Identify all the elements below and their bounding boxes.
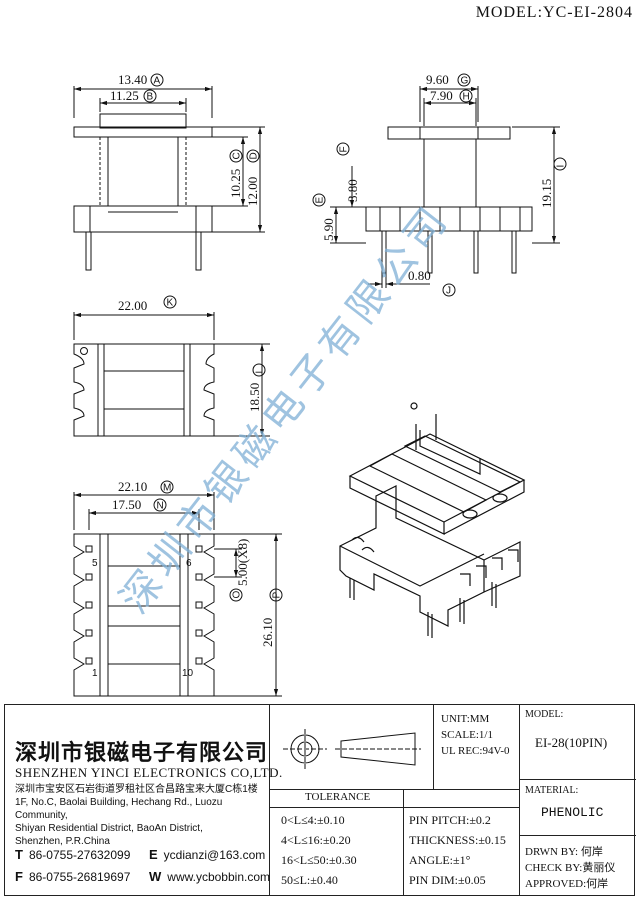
pin-10-label: 10 [182, 668, 194, 679]
tolerance-row: 16<L≤50:±0.30 [281, 853, 357, 867]
checked-by: CHECK BY:黄丽仪 [525, 862, 616, 874]
address-line: Shenzhen, P.R.China [15, 836, 110, 847]
top-view [73, 312, 270, 437]
fax-label: F [15, 869, 23, 884]
dim-l-tag: L [255, 368, 266, 374]
address-line: 深圳市宝安区石岩街道罗租社区合昌路宝来大厦C栋1楼 [15, 784, 258, 795]
pin-1-label: 1 [92, 668, 98, 679]
dim-l-value: 18.50 [247, 383, 262, 412]
tolerance-row: 0<L≤4:±0.10 [281, 813, 345, 827]
tolerance-row: THICKNESS:±0.15 [409, 833, 506, 847]
company-address: 深圳市宝安区石岩街道罗租社区合昌路宝来大厦C栋1楼 1F, No.C, Baol… [15, 783, 265, 848]
title-block: 深圳市银磁电子有限公司 SHENZHEN YINCI ELECTRONICS C… [4, 704, 636, 896]
dim-e-tag: E [315, 197, 326, 204]
unit: UNIT:MM [441, 713, 490, 725]
tolerance-title: TOLERANCE [305, 791, 371, 803]
model-value: EI-28(10PIN) [535, 735, 608, 750]
approved-by: APPROVED:何岸 [525, 878, 609, 890]
dim-d-value: 12.00 [245, 177, 260, 206]
dim-j-tag: J [446, 286, 451, 297]
dim-g-tag: G [461, 76, 469, 87]
front-view [73, 86, 265, 271]
isometric-view [339, 402, 526, 638]
dim-b-value: 11.25 [110, 88, 139, 103]
email-value: ycdianzi@163.com [163, 848, 266, 862]
dim-f-value: 3.80 [345, 179, 360, 202]
website-value: www.ycbobbin.com [167, 870, 270, 884]
side-view [330, 86, 560, 288]
tolerance-row: 50≤L:±0.40 [281, 873, 338, 887]
ul-rec: UL REC:94V-0 [441, 745, 510, 757]
dim-c-tag: C [232, 152, 243, 159]
dim-h-tag: H [463, 92, 470, 103]
fax-value: 86-0755-26819697 [28, 870, 131, 884]
dim-p-value: 26.10 [260, 618, 275, 647]
pin-5-label: 5 [92, 558, 98, 569]
dim-g-value: 9.60 [426, 72, 449, 87]
dim-a-tag: A [154, 76, 161, 87]
dim-n-value: 17.50 [112, 497, 141, 512]
model-label: MODEL: [525, 709, 564, 720]
dim-h-value: 7.90 [430, 88, 453, 103]
dim-m-value: 22.10 [118, 479, 147, 494]
dim-p-tag: P [272, 592, 283, 599]
dim-f-tag: F [339, 146, 350, 152]
dim-k-tag: K [167, 298, 174, 309]
pin-6-label: 6 [186, 558, 192, 569]
email-label: E [149, 847, 158, 862]
dim-a-value: 13.40 [118, 72, 147, 87]
drawn-by: DRWN BY: 何岸 [525, 846, 603, 858]
fax: F 86-0755-26819697 [15, 869, 130, 884]
address-line: 1F, No.C, Baolai Building, Hechang Rd., … [15, 797, 223, 821]
dim-c-value: 10.25 [228, 169, 243, 198]
dim-o-value: 5.00(X8) [235, 539, 250, 586]
dim-d-tag: D [249, 152, 260, 159]
tolerance-row: PIN DIM:±0.05 [409, 873, 486, 887]
bottom-view [73, 492, 282, 697]
material-label: MATERIAL: [525, 785, 579, 796]
phone: T 86-0755-27632099 [15, 847, 130, 862]
tolerance-row: 4<L≤16:±0.20 [281, 833, 351, 847]
phone-label: T [15, 847, 23, 862]
dim-e-value: 5.90 [321, 218, 336, 241]
material-value: PHENOLIC [541, 805, 604, 820]
technical-drawing: 13.40 A 11.25 B 10.25 C 12.00 D 9.60 G 7… [73, 72, 567, 697]
dim-j-value: 0.80 [408, 268, 431, 283]
dim-n-tag: N [157, 501, 164, 512]
dim-o-tag: O [232, 591, 243, 599]
company-name-cn: 深圳市银磁电子有限公司 [15, 740, 269, 766]
dim-m-tag: M [163, 483, 171, 494]
tolerance-row: PIN PITCH:±0.2 [409, 813, 491, 827]
website-label: W [149, 869, 162, 884]
tolerance-row: ANGLE:±1° [409, 853, 471, 867]
model-number: MODEL:YC-EI-2804 [475, 4, 633, 21]
dim-i-value: 19.15 [539, 179, 554, 208]
dim-b-tag: B [147, 92, 154, 103]
projection-symbol-icon [283, 729, 421, 769]
address-line: Shiyan Residential District, BaoAn Distr… [15, 823, 203, 834]
scale: SCALE:1/1 [441, 729, 493, 741]
phone-value: 86-0755-27632099 [28, 848, 131, 862]
company-name-en: SHENZHEN YINCI ELECTRONICS CO,LTD. [15, 765, 283, 780]
dim-k-value: 22.00 [118, 298, 147, 313]
dim-i-tag: I [556, 165, 567, 168]
